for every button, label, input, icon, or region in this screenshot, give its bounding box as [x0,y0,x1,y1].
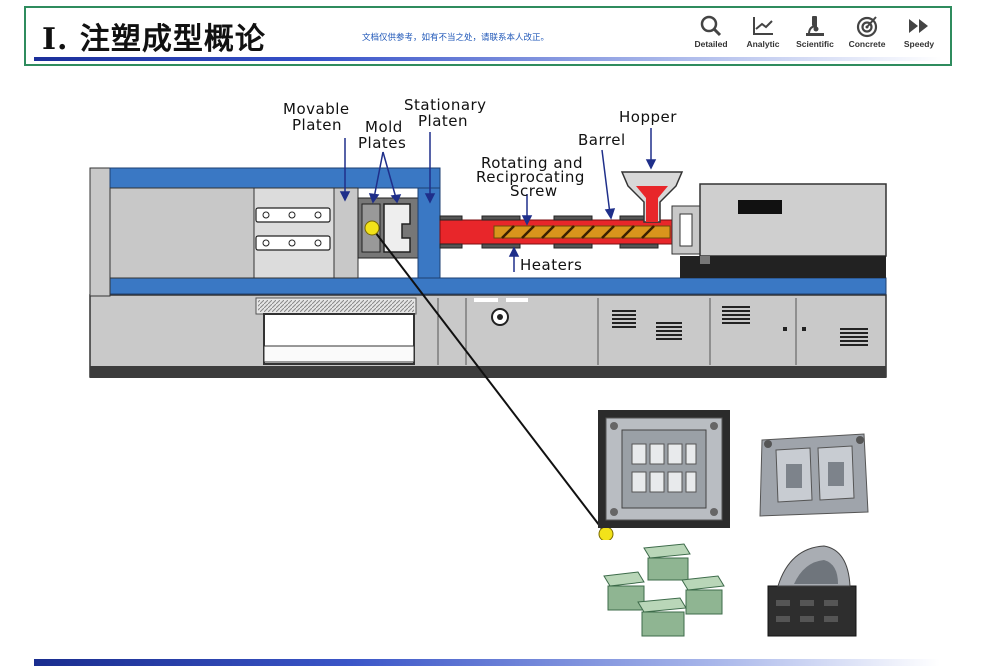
label-screw-1: Rotating and [481,154,583,172]
nav-label: Concrete [848,39,886,49]
injection-unit [439,171,887,278]
nav-concrete[interactable]: Concrete [846,14,888,49]
header-banner: Ⅰ. 注塑成型概论 文档仅供参考，如有不当之处，请联系本人改正。 Detaile… [24,6,952,66]
label-screw-2: Reciprocating [476,168,585,186]
header-rule [34,57,942,61]
mold-photo-bottom-left [598,540,730,640]
fast-forward-icon [909,19,928,33]
leader-lines [339,128,657,272]
label-movable-platen: Platen [292,116,342,134]
nav-label: Speedy [903,39,935,49]
nav-analytic[interactable]: Analytic [742,14,784,49]
mold-photo-top-left [598,410,730,528]
target-icon [856,16,878,38]
callout-marker-end [598,526,614,542]
line-chart-icon [753,17,773,35]
nav-detailed[interactable]: Detailed [690,14,732,49]
label-screw-3: Screw [510,182,558,200]
nav-label: Detailed [694,39,728,49]
mold-photo-bottom-right [760,536,860,642]
clamp-unit [89,167,441,297]
nav-label: Analytic [746,39,780,49]
label-heaters: Heaters [520,256,582,274]
footer-rule [34,659,940,666]
label-mold: Mold [365,118,403,136]
microscope-icon [806,16,824,36]
magnifier-icon [700,15,722,37]
label-hopper: Hopper [619,108,677,126]
callout-line [371,227,607,535]
nav-speedy[interactable]: Speedy [898,14,940,49]
label-mold-plates: Plates [358,134,406,152]
nav-scientific[interactable]: Scientific [794,14,836,49]
disclaimer-text: 文档仅供参考，如有不当之处，请联系本人改正。 [362,33,550,43]
callout-marker-start [364,220,380,236]
label-movable: Movable [283,100,350,118]
machine-base [89,277,887,378]
nav-label: Scientific [796,39,834,49]
label-barrel: Barrel [578,131,626,149]
label-stationary-platen: Platen [418,112,468,130]
nav-bar: Detailed Analytic Scientific [690,14,940,49]
page-title: Ⅰ. 注塑成型概论 [42,22,266,57]
label-stationary: Stationary [404,96,487,114]
mold-photo-top-right [752,420,876,526]
